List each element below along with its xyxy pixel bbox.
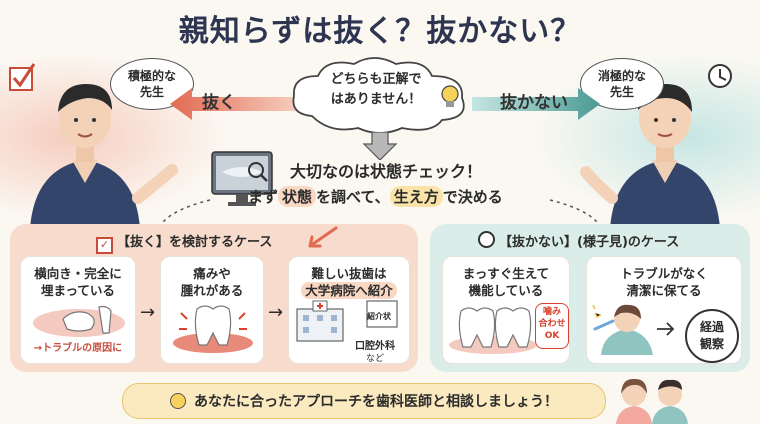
center-thought-cloud [292,57,465,134]
check-middle: を調べて、 [316,188,390,206]
observation-badge: 経過 観察 [685,309,739,363]
case1-line2: 埋まっている [41,283,115,298]
highlight-growth: 生え方 [389,186,443,207]
inflamed-tooth-icon [173,305,253,353]
referral-letter-label: 紹介状 [367,312,391,321]
left-speech-line1: 積極的な [127,69,176,83]
case2-line1: 痛みや [193,266,231,281]
keep2-line2: 清潔に保てる [626,283,702,298]
panel-pointer-arrow [308,226,338,248]
keep1-line2: 機能している [468,283,544,298]
left-speech-line2: 先生 [139,85,164,99]
right-arrow [472,88,600,120]
center-cloud-text: どちらも正解で はありません！ [298,70,454,110]
bite-ok-line2: 合わせ [538,319,566,329]
hospital-icon [296,300,398,342]
left-arrow [170,88,298,120]
check-square-icon: ✓ [96,237,113,254]
extract-panel-heading: ✓ 【抜く】を検討するケース [96,231,272,254]
footer-lightbulb-icon [170,393,186,409]
bite-ok-line1: 噛み [542,307,561,317]
consultation-banner: あなたに合ったアプローチを歯科医師と相談しましょう！ [122,383,606,419]
clock-icon [708,64,732,88]
left-arrow-label: 抜く [202,93,236,113]
right-speech-line1: 消極的な [597,69,646,83]
check-subline: まず状態を調べて、生え方で決める [248,186,503,207]
observation-line1: 経過 [699,320,724,334]
keep1-line1: まっすぐ生えて [462,266,550,281]
page-title: 親知らずは抜く？抜かない？ [178,14,582,49]
case3-note: 口腔外科 [355,341,395,352]
bite-ok-line3: OK [544,331,560,341]
cloud-line1: どちらも正解で [330,72,422,87]
impacted-tooth-icon [33,305,125,337]
down-arrow [362,132,398,160]
flow-arrow-2: → [268,302,284,323]
brushing-person-icon [592,304,675,355]
keep-panel-title: 【抜かない】(様子見)のケース [499,235,680,250]
case-card-pain: 痛みや 腫れがある [160,256,264,364]
patients-illustration [616,378,688,424]
checkbox-icon [9,63,36,91]
left-doctor-illustration [9,63,178,228]
highlight-condition: 状態 [278,186,317,207]
case-card-clean: トラブルがなく 清潔に保てる 経過 観察 [586,256,742,364]
check-prefix: まず [248,188,279,206]
extract-panel-title: 【抜く】を検討するケース [117,235,273,250]
case2-line2: 腫れがある [180,283,244,298]
right-doctor-illustration [580,64,732,228]
bite-ok-badge: 噛み 合わせ OK [535,303,569,349]
case1-line1: 横向き・完全に [34,266,122,281]
case3-note2: など [365,354,384,364]
case3-line2: 大学病院へ紹介 [301,282,397,299]
footer-text: あなたに合ったアプローチを歯科医師と相談しましょう！ [194,394,558,410]
check-suffix: で決める [442,188,503,206]
right-arrow-label: 抜かない [500,93,568,113]
clock-small-icon [478,231,495,248]
xray-monitor-icon [211,151,273,206]
check-heading: 大切なのは状態チェック！ [290,162,483,181]
case3-line1: 難しい抜歯は [311,266,387,281]
cloud-line2: はありません！ [330,92,422,107]
keep2-line1: トラブルがなく [620,266,708,281]
case-card-straight: まっすぐ生えて 機能している 噛み 合わせ OK [442,256,570,364]
right-speech-line2: 先生 [609,85,634,99]
case-card-referral: 難しい抜歯は 大学病院へ紹介 紹介状 口腔外科 など [288,256,410,364]
keep-panel-heading: 【抜かない】(様子見)のケース [478,231,679,250]
flow-arrow-1: → [140,302,156,323]
healthy-teeth-icon [449,307,537,354]
case-card-impacted: 横向き・完全に 埋まっている →トラブルの原因に [20,256,136,364]
lightbulb-icon [441,85,459,107]
case1-note: →トラブルの原因に [33,343,123,354]
observation-line2: 観察 [699,337,724,351]
